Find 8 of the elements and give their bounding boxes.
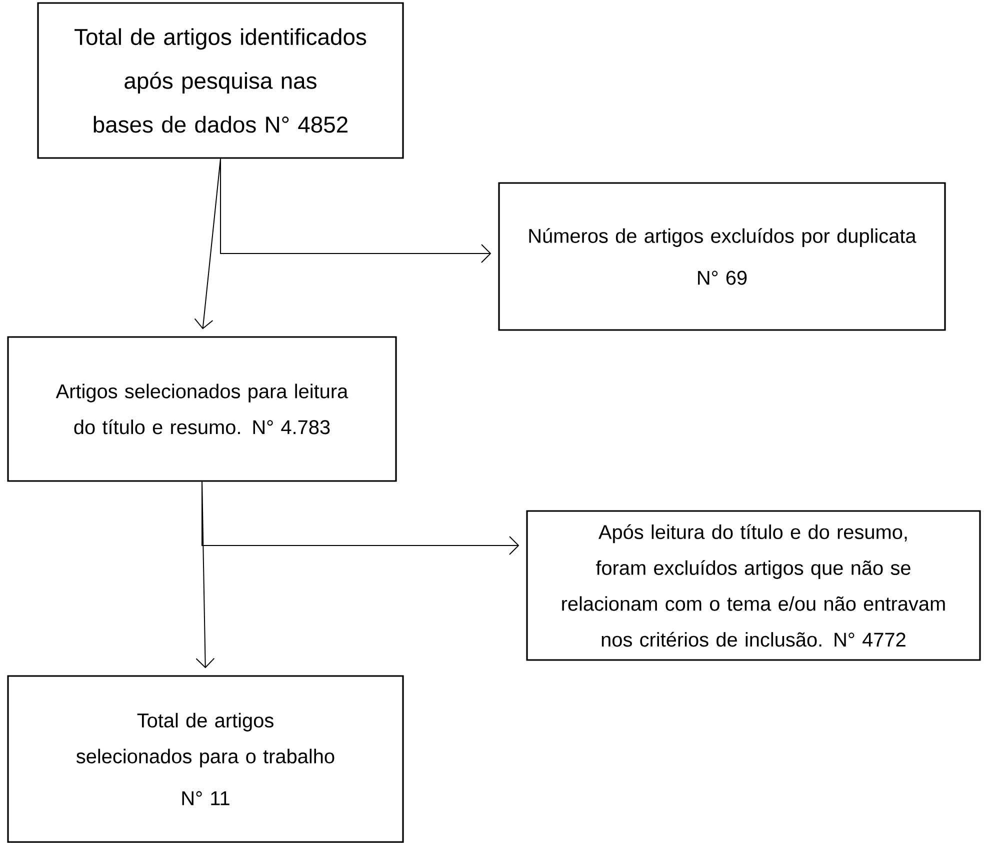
arrow: [194, 158, 221, 330]
process-box: Números de artigos excluídos por duplicata N° 69: [498, 182, 946, 331]
process-box: Após leitura do título e do resumo, foram excluídos artigos que não se relacionam com o tema e/ou não entravam nos critérios de inclusão. N° 4772: [526, 510, 981, 661]
process-box: Total de artigos identificados após pesquisa nas bases de dados N° 4852: [37, 2, 404, 159]
process-box: Artigos selecionados para leitura do título e resumo. N° 4.783: [7, 336, 397, 482]
arrow: [220, 158, 492, 263]
process-box: Total de artigos selecionados para o trabalho N° 11: [7, 675, 404, 843]
arrow: [202, 481, 520, 555]
